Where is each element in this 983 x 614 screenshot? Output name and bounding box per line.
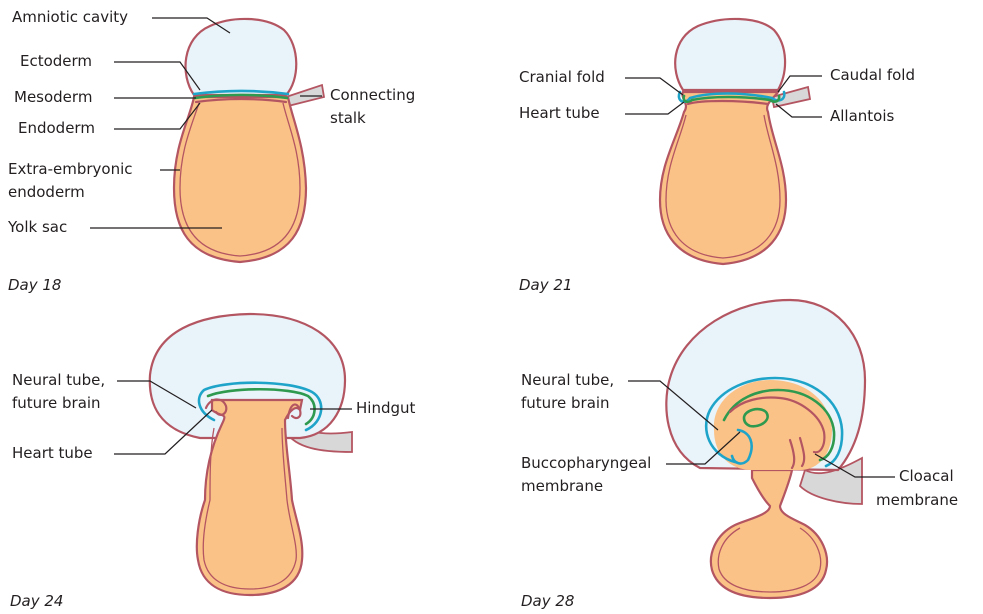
label-heart-tube: Heart tube	[12, 444, 93, 462]
label-connecting-2: stalk	[330, 109, 366, 127]
amniotic-cavity	[186, 19, 297, 95]
panel-day-24: Neural tube, future brain Heart tube Hin…	[10, 314, 416, 610]
label-neural-tube-2: future brain	[12, 394, 101, 412]
panel-day-28: Neural tube, future brain Buccopharyngea…	[521, 300, 958, 610]
label-neural-tube-2: future brain	[521, 394, 610, 412]
day-label: Day 21	[519, 276, 572, 294]
label-bucco-1: Buccopharyngeal	[521, 454, 651, 472]
leader-allantois	[776, 104, 822, 117]
leader-heart-tube	[625, 102, 684, 114]
label-ectoderm: Ectoderm	[20, 52, 92, 70]
label-bucco-2: membrane	[521, 477, 603, 495]
panel-day-21: Cranial fold Heart tube Caudal fold Alla…	[519, 19, 915, 294]
label-caudal-fold: Caudal fold	[830, 66, 915, 84]
label-cranial-fold: Cranial fold	[519, 68, 605, 86]
label-heart-tube: Heart tube	[519, 104, 600, 122]
label-cloacal-1: Cloacal	[899, 467, 954, 485]
leader-cranial-fold	[625, 78, 683, 95]
label-cloacal-2: membrane	[876, 491, 958, 509]
panel-day-18: Amniotic cavity Ectoderm Mesoderm Endode…	[7, 8, 415, 294]
label-neural-tube-1: Neural tube,	[521, 371, 614, 389]
amniotic-cavity	[675, 19, 785, 90]
label-extra-embryonic-1: Extra-embryonic	[8, 160, 133, 178]
label-hindgut: Hindgut	[356, 399, 416, 417]
day-label: Day 28	[521, 592, 574, 610]
label-extra-embryonic-2: endoderm	[8, 183, 85, 201]
day-label: Day 24	[10, 592, 63, 610]
label-connecting-1: Connecting	[330, 86, 415, 104]
label-mesoderm: Mesoderm	[14, 88, 92, 106]
label-yolk-sac: Yolk sac	[7, 218, 67, 236]
label-allantois: Allantois	[830, 107, 895, 125]
label-neural-tube-1: Neural tube,	[12, 371, 105, 389]
label-amniotic-cavity: Amniotic cavity	[12, 8, 128, 26]
label-endoderm: Endoderm	[18, 119, 95, 137]
yolk-sac-outer	[174, 97, 306, 262]
day-label: Day 18	[8, 276, 61, 294]
